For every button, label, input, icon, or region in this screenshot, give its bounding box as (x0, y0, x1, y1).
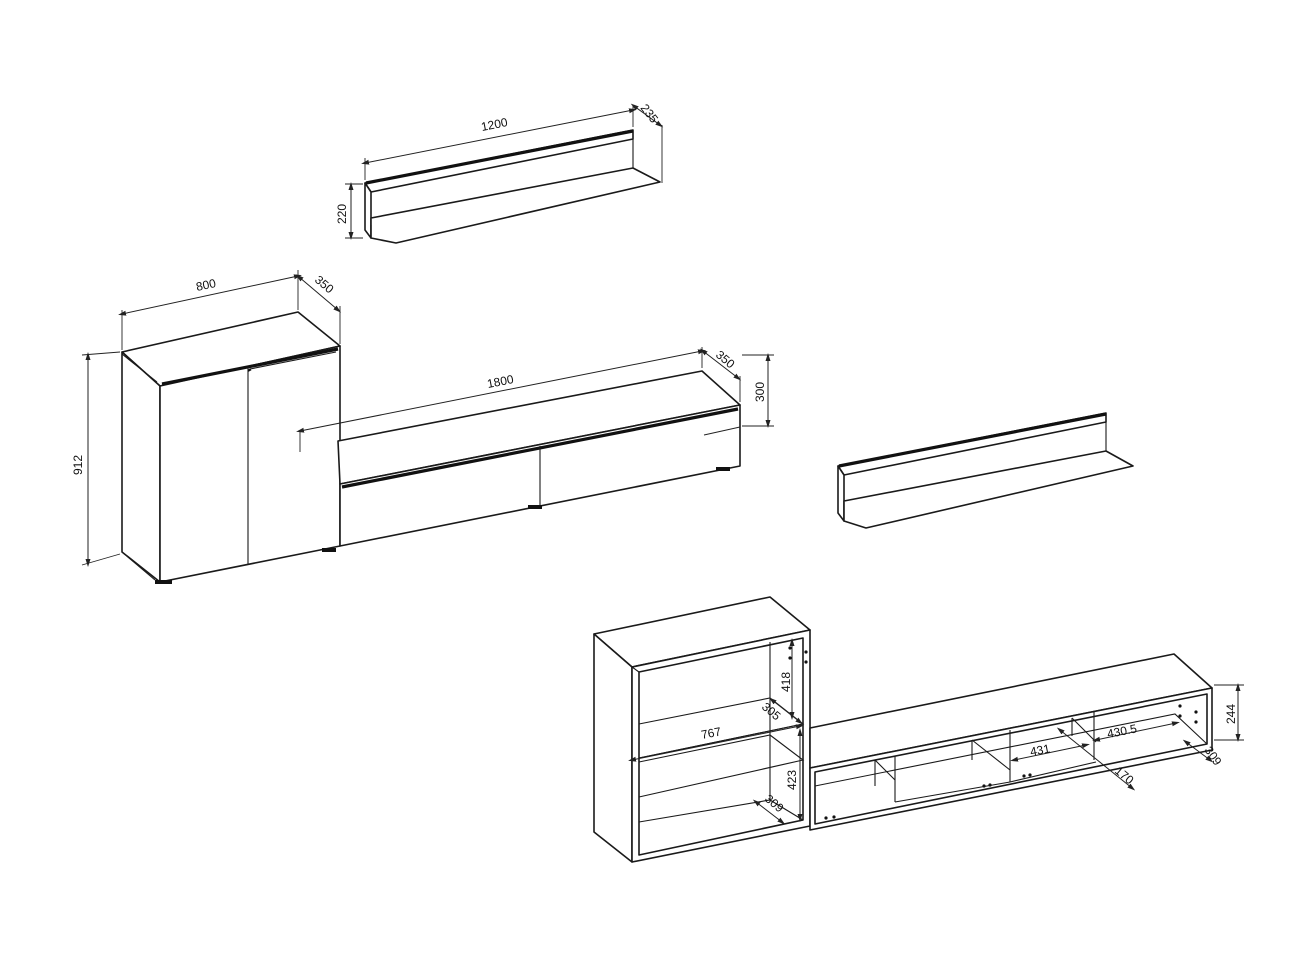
tv-height-label: 300 (753, 382, 767, 402)
tv-width-dimension: 1800 (296, 347, 706, 452)
cabinet-height-label: 912 (71, 455, 85, 475)
cabinet-depth-label: 350 (312, 273, 337, 297)
inner-height-bottom-label: 423 (785, 770, 799, 790)
shelf-top-height-dimension: 220 (335, 182, 363, 240)
cabinet-height-dimension: 912 (71, 351, 121, 567)
tv-unit-open (809, 653, 1213, 831)
tv-height-dimension: 300 (742, 353, 774, 428)
tv-compartment-b-label: 431 (1029, 741, 1052, 759)
tv-unit-closed (337, 370, 741, 547)
tv-width-label: 1800 (486, 372, 515, 391)
mounting-holes (788, 646, 1198, 820)
cabinet-width-label: 800 (195, 276, 218, 294)
shelf-top-width-label: 1200 (480, 115, 509, 134)
cabinet-closed (121, 311, 341, 584)
inner-width-label: 767 (700, 724, 723, 742)
wall-shelf-right (837, 412, 1134, 529)
inner-height-top-label: 418 (779, 672, 793, 692)
tv-inner-height-label: 244 (1224, 704, 1238, 724)
wall-shelf-top (364, 129, 661, 244)
tv-depth-label: 350 (713, 348, 738, 372)
shelf-top-height-label: 220 (335, 204, 349, 224)
shelf-top-depth-label: 235 (638, 101, 662, 126)
